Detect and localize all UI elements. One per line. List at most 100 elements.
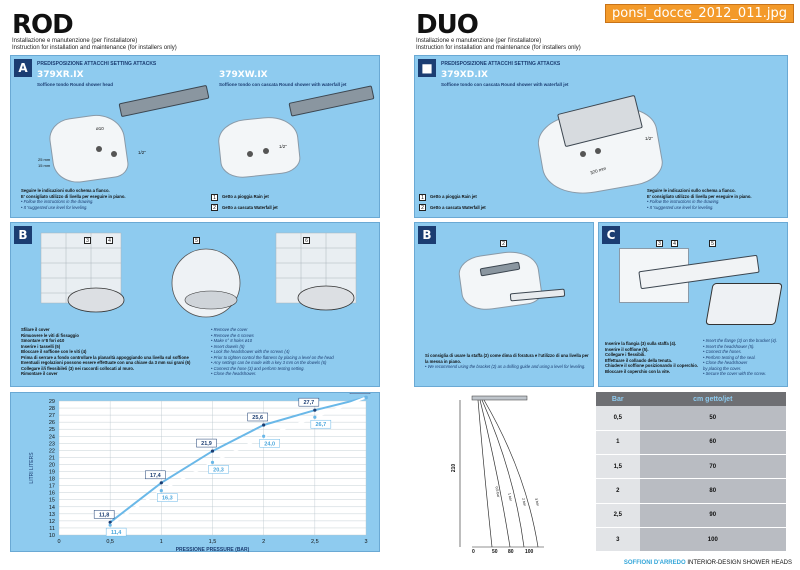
jet-curve-1 xyxy=(479,399,511,548)
part-label: 4 xyxy=(106,237,113,244)
jet-throw-figure xyxy=(414,392,594,552)
y-tick-label: 20 xyxy=(49,462,55,468)
pipe-connector xyxy=(247,151,253,157)
series-line xyxy=(109,396,367,524)
legend-num-1: 1 xyxy=(211,194,218,201)
flow-chart: 1011121314151617181920212223242526272829… xyxy=(29,385,371,553)
data-point xyxy=(159,481,163,485)
data-point xyxy=(210,460,215,464)
panel-b-duo-tag: B xyxy=(418,226,436,244)
jet-scale-50: 50 xyxy=(492,549,498,555)
panel-a-title: PREDISPOSIZIONE ATTACCHI SETTING ATTACKS xyxy=(37,61,157,67)
y-axis-label: LITRI LITERS xyxy=(29,452,35,484)
x-tick-label: 3 xyxy=(364,539,367,545)
series-line xyxy=(109,396,367,526)
y-tick-label: 18 xyxy=(49,477,55,483)
part-label: 5 xyxy=(709,240,716,247)
jet-curve-3 xyxy=(483,399,539,548)
dim-hole: ø10 xyxy=(96,126,104,131)
y-tick-label: 22 xyxy=(49,448,55,454)
panel-duo-a: ■ PREDISPOSIZIONE ATTACCHI SETTING ATTAC… xyxy=(414,55,788,218)
data-label-box xyxy=(93,510,115,519)
dim-thread: 1/2" xyxy=(138,150,146,155)
y-tick-label: 11 xyxy=(49,526,55,532)
part-label: 4 xyxy=(671,240,678,247)
data-label: 24,0 xyxy=(264,441,275,447)
pipe-connector xyxy=(111,151,117,157)
legend-num-1: 1 xyxy=(419,194,426,201)
data-label-box xyxy=(196,438,217,448)
table-header-jet: cm getto/jet xyxy=(639,392,786,406)
panel-b-duo-note: Si consiglia di usare la staffa (2) come… xyxy=(425,353,589,369)
rod-title: ROD xyxy=(12,10,74,40)
y-tick-label: 15 xyxy=(49,498,55,504)
wall-outline xyxy=(456,247,544,314)
part-label: 2 xyxy=(500,240,507,247)
jet-scale-80: 80 xyxy=(508,549,514,555)
part-label: 3 xyxy=(84,237,91,244)
y-tick-label: 26 xyxy=(49,420,55,426)
data-label: 25,6 xyxy=(252,415,263,421)
data-point xyxy=(262,423,266,427)
data-label: 21,9 xyxy=(201,441,212,447)
rod-sub-it: Installazione e manutenzione (per l'inst… xyxy=(12,38,138,44)
legend-num-2: 2 xyxy=(211,204,218,211)
shower-head-profile xyxy=(471,395,528,401)
rod-sub-en: Instruction for installation and mainten… xyxy=(12,45,177,51)
table-header-bar: Bar xyxy=(596,392,640,406)
filename-badge: ponsi_docce_2012_011.jpg xyxy=(605,4,794,23)
model-379xw: 379XW.IX xyxy=(219,70,268,80)
data-point xyxy=(313,408,317,412)
panel-b-rod: B 3 4 5 6 Sfilare il cover Rimuovere le … xyxy=(10,222,380,387)
y-tick-label: 16 xyxy=(49,491,55,497)
panel-c-duo-tag: C xyxy=(602,226,620,244)
part-label: 3 xyxy=(656,240,663,247)
pipe-connector xyxy=(96,146,102,152)
panel-a-tag: A xyxy=(14,59,32,77)
y-tick-label: 23 xyxy=(49,441,55,447)
y-tick-label: 10 xyxy=(49,533,55,539)
legend-num-2: 2 xyxy=(419,204,426,211)
data-point xyxy=(313,415,317,419)
panel-a-notes: Seguire le indicazioni sullo schema a fi… xyxy=(21,188,126,210)
x-tick-label: 2,5 xyxy=(311,539,319,545)
y-tick-label: 13 xyxy=(49,512,55,518)
panel-c-it-steps: Inserire la flangia (3) sulla staffa (4)… xyxy=(605,341,699,374)
jet-scale-100: 100 xyxy=(525,549,534,555)
data-point xyxy=(262,434,266,438)
pipe-connector xyxy=(580,151,586,157)
dim-thread: 1/2" xyxy=(279,144,287,149)
legend-rain: Getto a pioggia Rain jet xyxy=(430,194,477,199)
jet-height-label: 210 xyxy=(451,463,458,473)
legend-rain: Getto a pioggia Rain jet xyxy=(222,194,269,199)
y-tick-label: 28 xyxy=(49,406,55,412)
dim-thread: 1/2" xyxy=(645,136,653,141)
data-label-box xyxy=(298,397,320,407)
footer: SOFFIONI D'ARREDO INTERIOR-DESIGN SHOWER… xyxy=(624,560,792,566)
y-tick-label: 17 xyxy=(49,484,55,490)
panel-duo-notes: Seguire le indicazioni sullo schema a fi… xyxy=(647,188,752,210)
panel-c-en-steps: • Insert the flange (3) on the bracket (… xyxy=(703,338,778,376)
data-label-box xyxy=(145,470,166,480)
y-tick-label: 21 xyxy=(49,455,55,461)
data-label-box xyxy=(105,527,127,537)
panel-b-tag: B xyxy=(14,226,32,244)
legend-waterfall: Getto a cascata Waterfall jet xyxy=(430,205,486,210)
part-label: 5 xyxy=(193,237,200,244)
legend-waterfall: Getto a cascata Waterfall jet xyxy=(222,205,278,210)
footer-tagline: INTERIOR-DESIGN SHOWER HEADS xyxy=(687,560,792,566)
data-label-box xyxy=(247,412,268,422)
y-tick-label: 12 xyxy=(49,519,55,525)
model-379xd-desc: Soffione tondo con cascata Round shower … xyxy=(441,82,569,87)
y-tick-label: 27 xyxy=(49,413,55,419)
data-label: 11,4 xyxy=(111,530,122,536)
pipe-connector xyxy=(263,148,269,154)
footer-brand: SOFFIONI D'ARREDO xyxy=(623,560,686,566)
data-point xyxy=(108,520,112,524)
